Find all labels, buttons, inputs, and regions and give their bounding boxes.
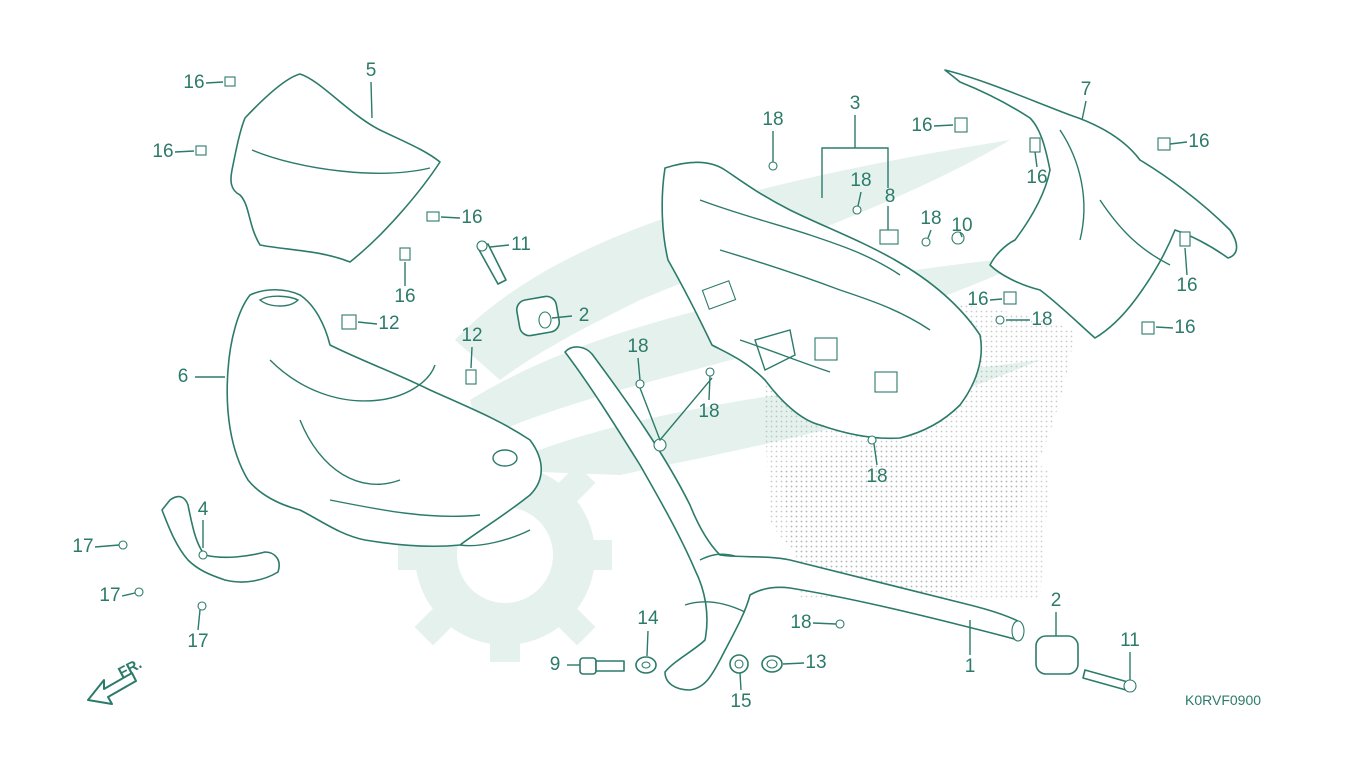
callout-14[interactable]: 14 (637, 608, 659, 629)
callout-16[interactable]: 16 (1174, 317, 1196, 338)
headlight-cover-part[interactable] (226, 288, 542, 547)
collar-13-part[interactable] (761, 655, 783, 673)
callout-4[interactable]: 4 (197, 499, 209, 520)
callout-16[interactable]: 16 (1176, 275, 1198, 296)
callout-18[interactable]: 18 (850, 170, 872, 191)
bolt-9-part[interactable] (579, 657, 625, 675)
callout-2[interactable]: 2 (1050, 590, 1062, 611)
callout-18[interactable]: 18 (698, 401, 720, 422)
callout-18[interactable]: 18 (920, 208, 942, 229)
front-arrow-icon (87, 672, 137, 705)
callout-18[interactable]: 18 (866, 466, 888, 487)
callout-16[interactable]: 16 (1188, 131, 1210, 152)
callout-16[interactable]: 16 (461, 207, 483, 228)
callout-16[interactable]: 16 (152, 141, 174, 162)
callout-1[interactable]: 1 (964, 656, 976, 677)
callout-9[interactable]: 9 (549, 654, 561, 675)
grip-weight-left-part[interactable] (515, 295, 561, 337)
washer-14-part[interactable] (635, 656, 657, 674)
callout-18[interactable]: 18 (627, 336, 649, 357)
callout-17[interactable]: 17 (187, 631, 209, 652)
handlebar-pipe-part[interactable] (564, 346, 1025, 691)
bolt-right-part[interactable] (1082, 669, 1137, 693)
bracket-part[interactable] (161, 495, 280, 583)
callout-18[interactable]: 18 (762, 109, 784, 130)
callout-11[interactable]: 11 (1120, 630, 1140, 651)
callout-6[interactable]: 6 (177, 366, 189, 387)
drawing-code: K0RVF0900 (1185, 692, 1262, 708)
callout-12[interactable]: 12 (378, 313, 400, 334)
callout-17[interactable]: 17 (72, 536, 94, 557)
callout-18[interactable]: 18 (790, 612, 812, 633)
callout-16[interactable]: 16 (911, 115, 933, 136)
callout-7[interactable]: 7 (1080, 79, 1092, 100)
windscreen-part[interactable] (230, 73, 441, 263)
upper-cover-part[interactable] (944, 69, 1238, 339)
callout-16[interactable]: 16 (967, 289, 989, 310)
callout-16[interactable]: 16 (394, 286, 416, 307)
grip-weight-right-part[interactable] (1035, 635, 1079, 675)
callout-15[interactable]: 15 (730, 691, 752, 712)
callout-16[interactable]: 16 (183, 72, 205, 93)
callout-13[interactable]: 13 (805, 652, 827, 673)
callout-17[interactable]: 17 (99, 585, 121, 606)
rear-cover-part[interactable] (661, 161, 983, 440)
clip-16-parts[interactable] (195, 76, 1191, 335)
callout-5[interactable]: 5 (365, 60, 377, 81)
callout-12[interactable]: 12 (461, 325, 483, 346)
callout-18[interactable]: 18 (1031, 309, 1053, 330)
callout-3[interactable]: 3 (849, 93, 861, 114)
washer-15-part[interactable] (729, 654, 749, 674)
bolt-left-part[interactable] (476, 240, 507, 285)
callout-10[interactable]: 10 (951, 215, 973, 236)
grommet-8-part[interactable] (879, 229, 899, 245)
callout-11[interactable]: 11 (511, 234, 531, 255)
callout-2[interactable]: 2 (578, 305, 590, 326)
callout-8[interactable]: 8 (884, 186, 896, 207)
leader-lines (94, 81, 1188, 691)
callout-16[interactable]: 16 (1026, 167, 1048, 188)
nut-12-parts[interactable] (341, 314, 477, 385)
